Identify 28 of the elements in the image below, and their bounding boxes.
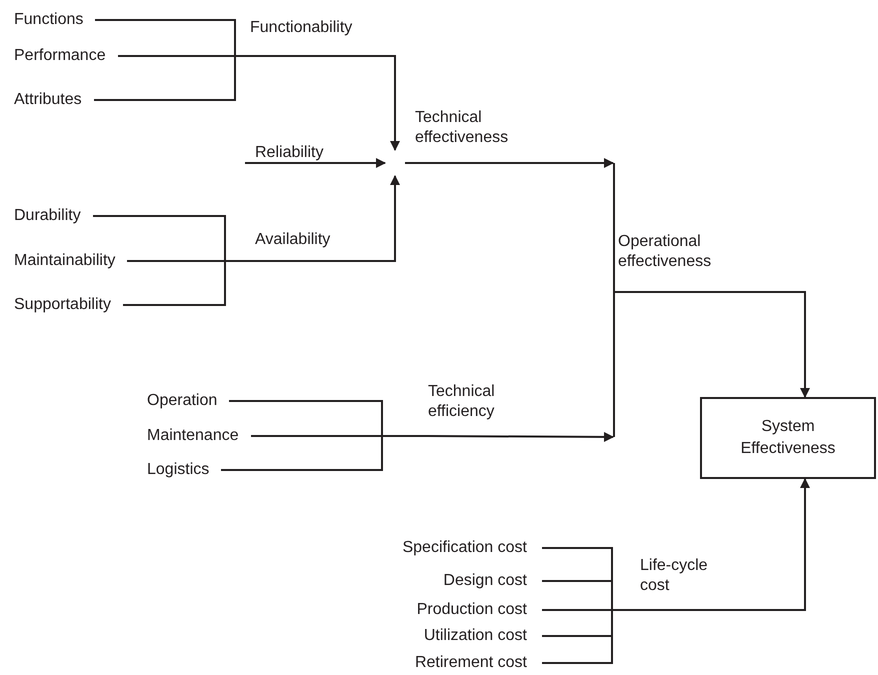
node-label: Functions <box>14 10 155 30</box>
node-label: Availability <box>255 230 330 261</box>
connector-arrow <box>250 55 400 151</box>
connector-arrow <box>613 291 810 398</box>
node-label: Supportability <box>14 295 172 315</box>
node-label: Performance <box>14 46 155 66</box>
node-label: Durability <box>14 206 135 226</box>
node-label: Design cost <box>443 571 542 591</box>
node-label: Production cost <box>416 600 542 620</box>
node-label: Maintainability <box>14 251 200 271</box>
node-label: Logistics <box>147 460 285 480</box>
node-label: Maintenance <box>147 426 285 446</box>
connector-arrow <box>640 478 810 611</box>
connector-arrow <box>245 158 386 168</box>
node-label: Reliability <box>245 143 324 163</box>
node-label: Life-cycle cost <box>640 556 735 610</box>
connector-arrow <box>428 432 614 442</box>
connector-arrow <box>255 175 400 262</box>
connector-arrow <box>405 158 614 168</box>
node-label: Attributes <box>14 90 155 110</box>
node-label: Specification cost <box>402 538 542 558</box>
node-label: Technical efficiency <box>428 382 523 436</box>
node-label: Retirement cost <box>414 653 542 673</box>
node-label: Operation <box>147 391 275 411</box>
process-box <box>700 397 876 479</box>
node-label: Functionability <box>250 18 352 56</box>
node-label: Technical effectiveness <box>380 108 560 180</box>
node-label: Utilization cost <box>424 626 542 646</box>
